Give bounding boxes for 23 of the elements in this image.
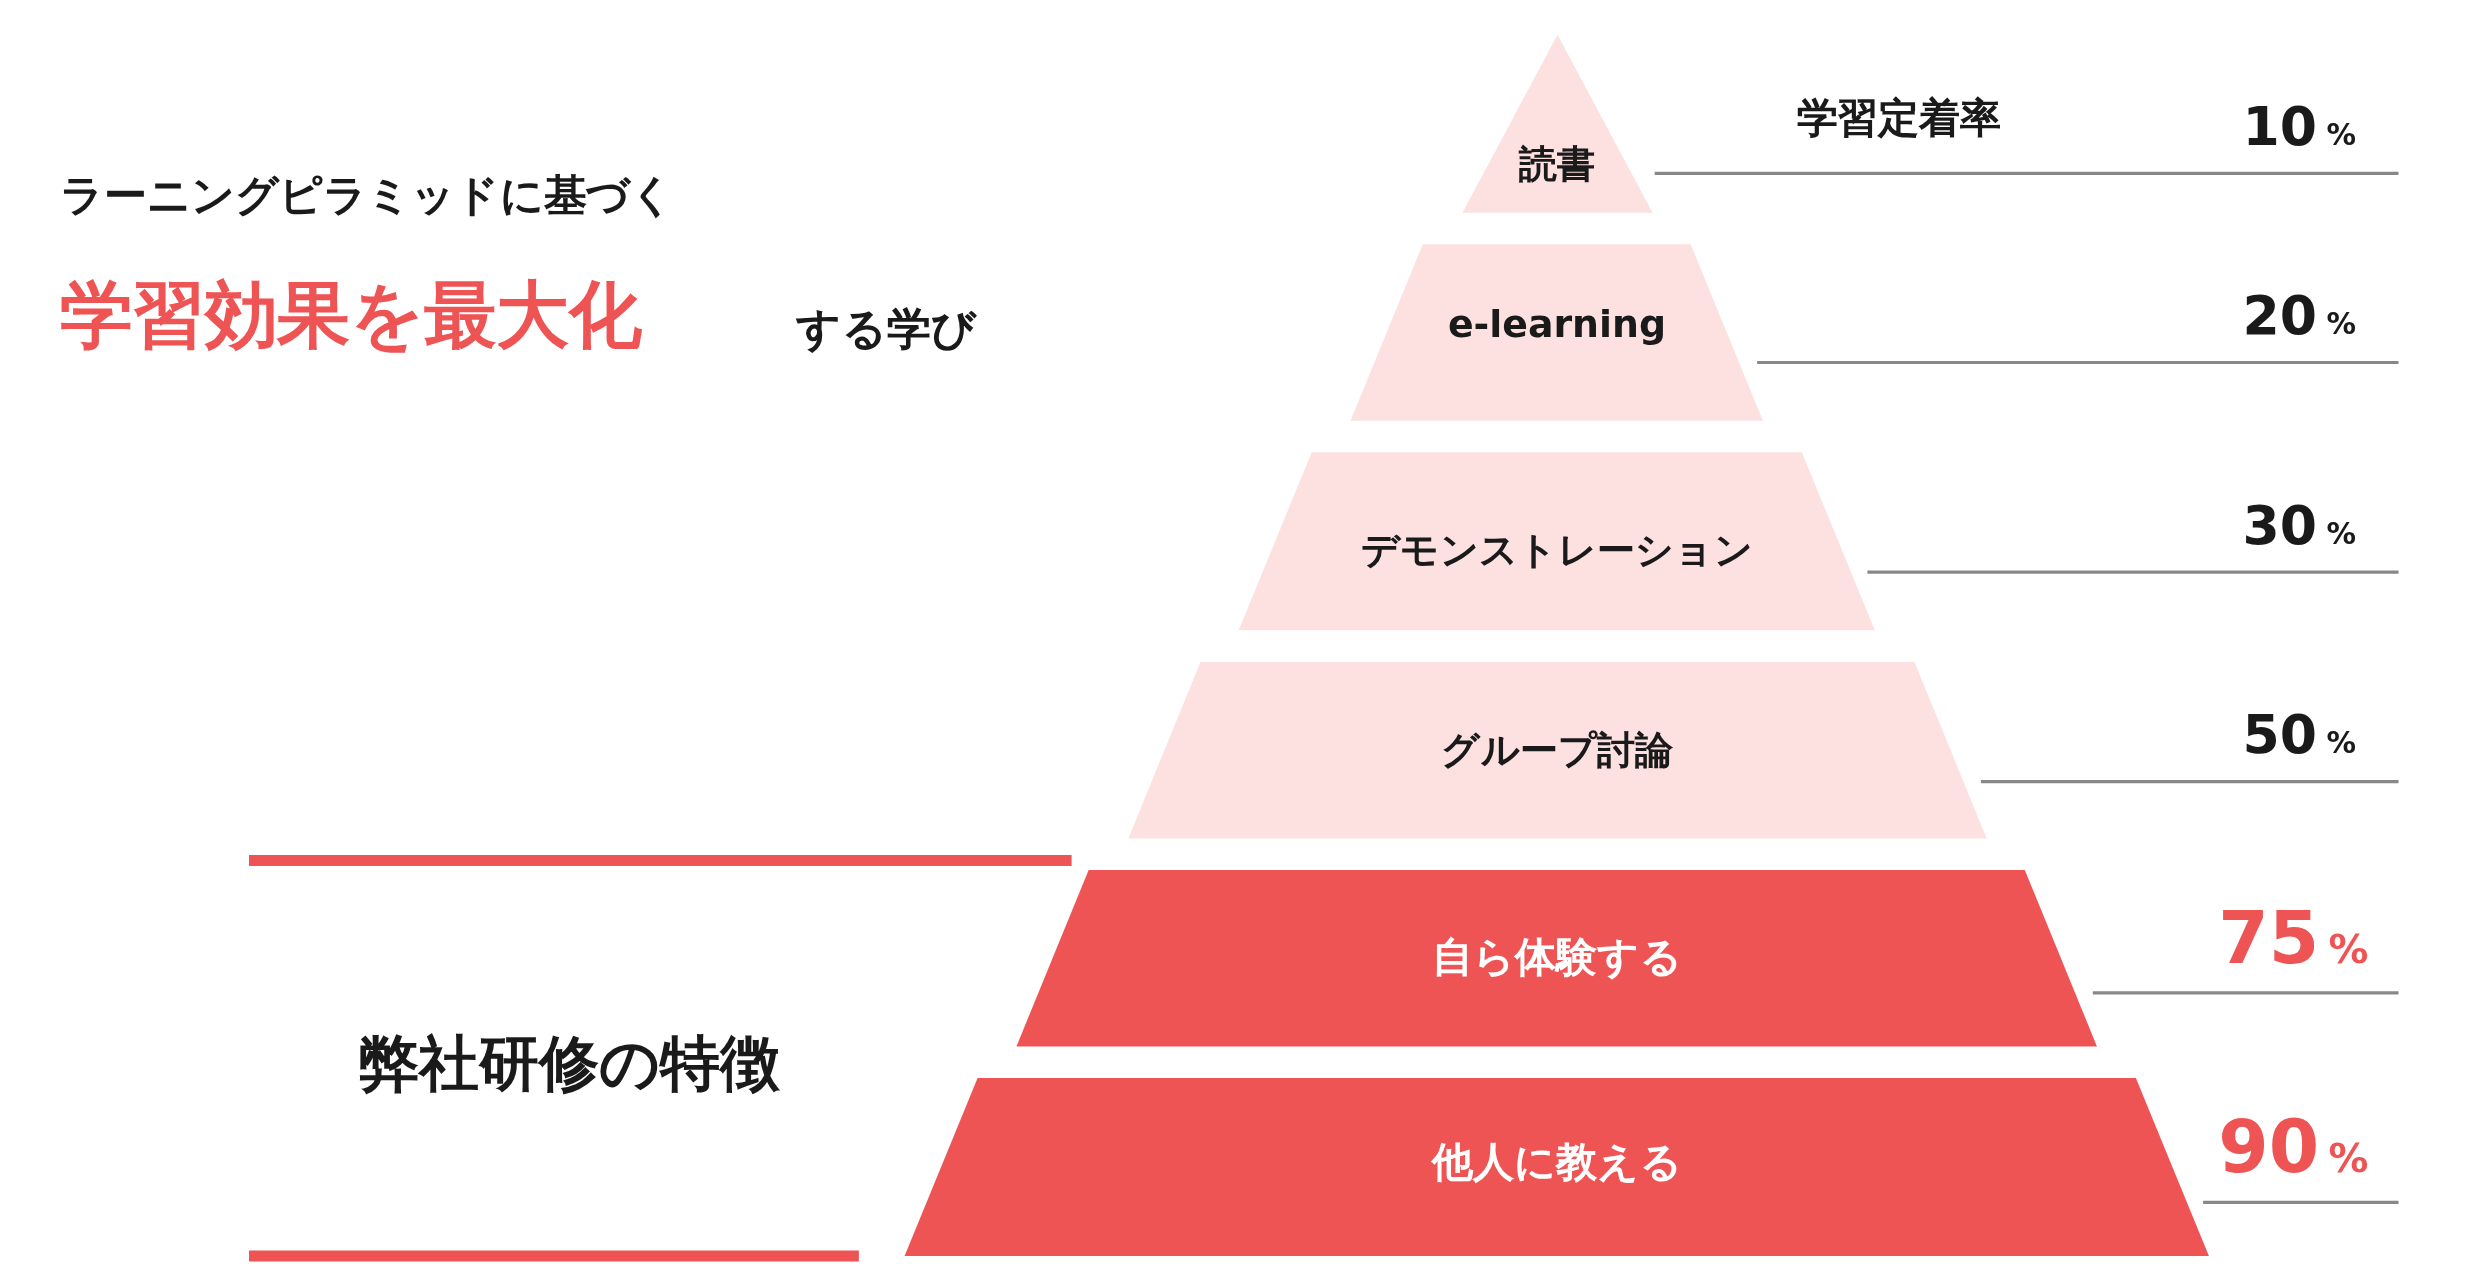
pyramid-tier xyxy=(1461,34,1653,213)
tier-label: 他人に教える xyxy=(1430,1136,1684,1188)
retention-rate: 20% xyxy=(2242,283,2356,347)
heading-text: ラーニングピラミッドに基づく xyxy=(59,169,675,222)
pyramid-tier xyxy=(1350,244,1764,421)
tier-label: グループ討論 xyxy=(1440,727,1674,775)
heading-text: する学び xyxy=(795,301,978,357)
tier-label: デモンストレーション xyxy=(1359,526,1755,575)
retention-rate: 75% xyxy=(2218,895,2369,981)
pyramid-tier xyxy=(1127,661,1987,839)
retention-rate: 30% xyxy=(2242,493,2356,557)
retention-rate: 90% xyxy=(2218,1104,2369,1190)
tier-label: e-learning xyxy=(1446,302,1667,347)
tier-label: 読書 xyxy=(1517,140,1596,188)
pyramid-tier xyxy=(1238,452,1876,631)
retention-rate: 10% xyxy=(2242,94,2356,158)
column-heading: 学習定着率 xyxy=(1796,93,2002,144)
section-title: 弊社研修の特徴 xyxy=(359,1028,781,1101)
heading-highlight: 学習効果を最大化 xyxy=(59,271,642,360)
tier-label: 自ら体験する xyxy=(1430,931,1684,983)
pyramid-tier xyxy=(1016,869,2098,1047)
retention-rate: 50% xyxy=(2242,702,2356,766)
pyramid-tier xyxy=(904,1077,2210,1256)
